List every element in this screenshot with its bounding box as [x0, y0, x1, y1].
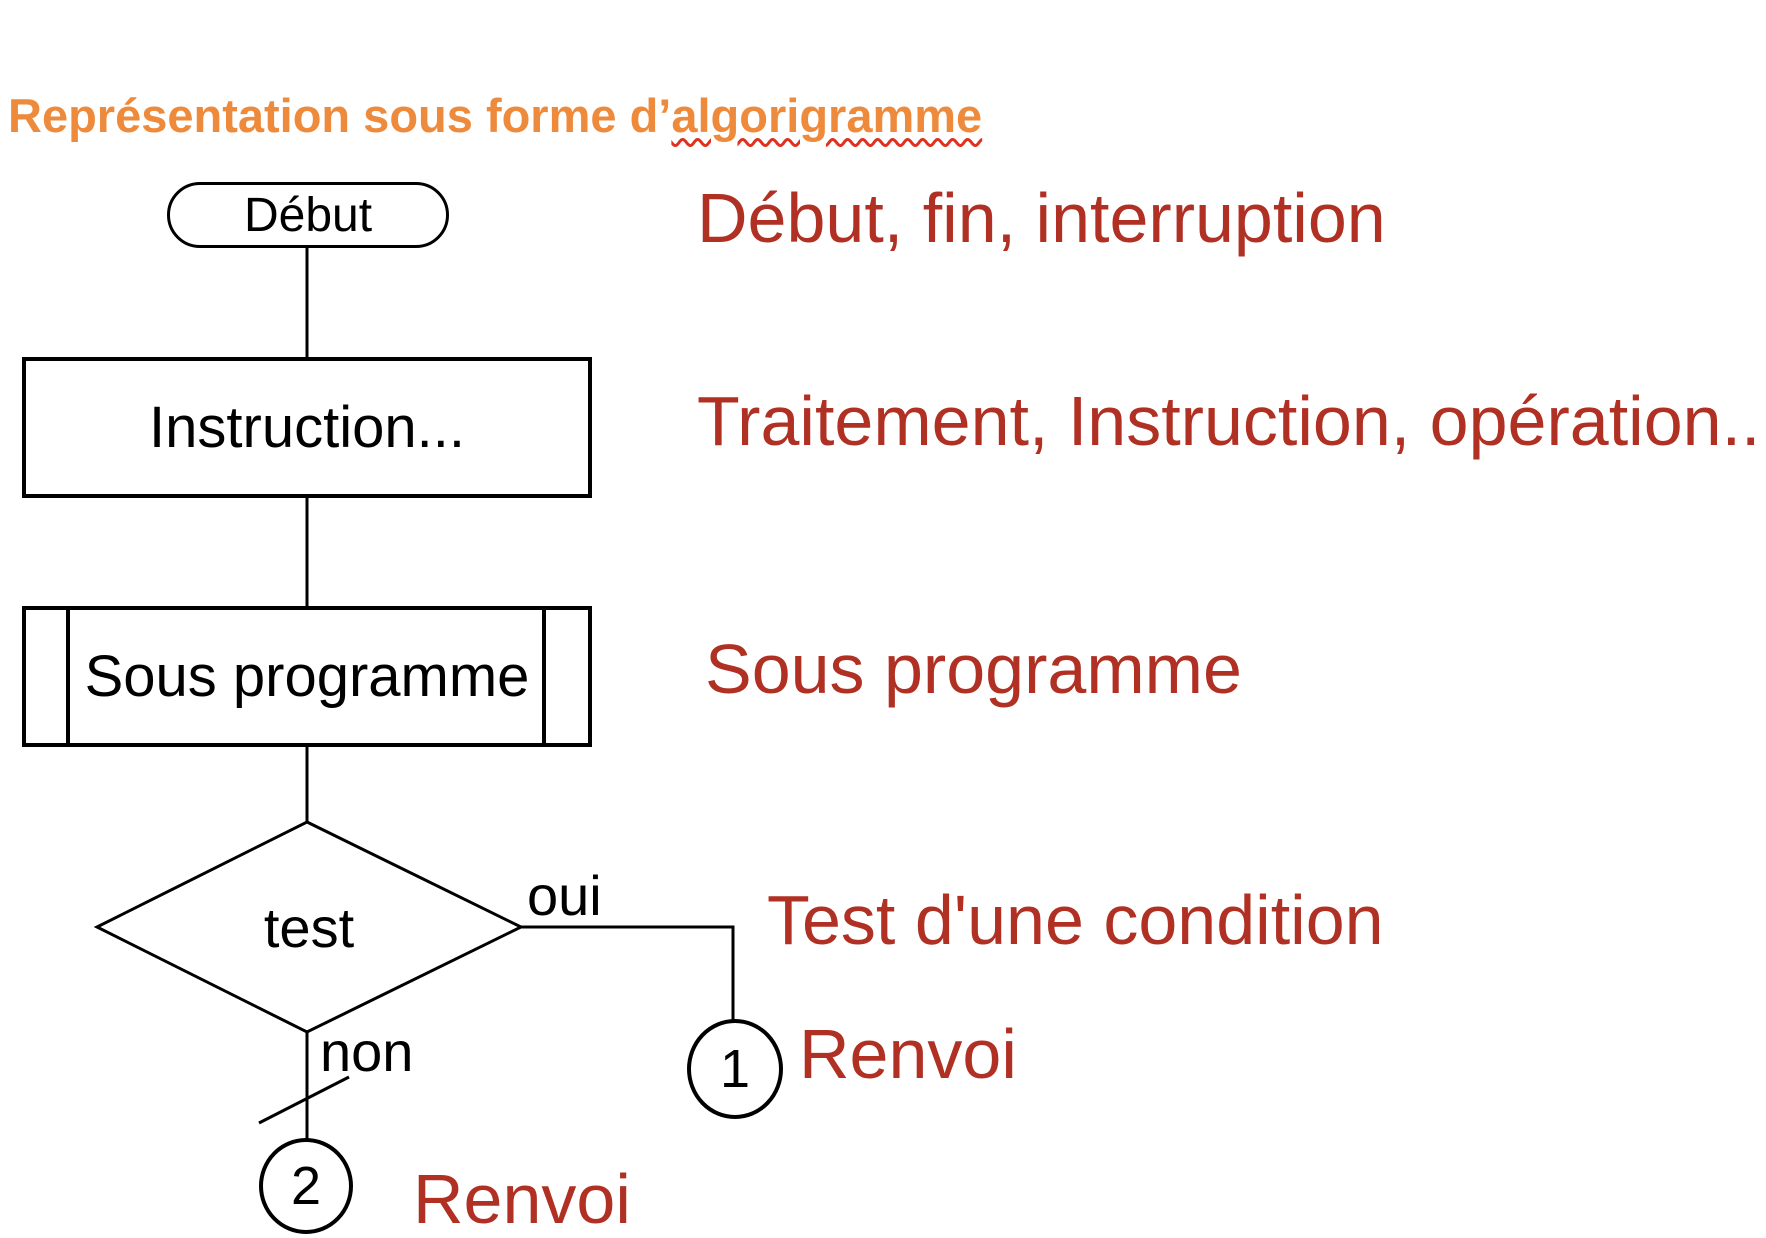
connector-1-number: 1 [719, 1039, 751, 1099]
connector-circle-2-shape [259, 1138, 353, 1234]
connector-circle-1-shape [687, 1019, 783, 1119]
legend-terminator: Début, fin, interruption [697, 179, 1386, 257]
process-node-label: Instruction... [149, 395, 465, 460]
flowchart-node-start: Début [167, 182, 449, 248]
no-branch-tick-mark [258, 1075, 350, 1125]
subroutine-right-bar [542, 610, 546, 743]
legend-connector-2: Renvoi [413, 1160, 631, 1238]
flowchart-node-subroutine: Sous programme [22, 606, 592, 747]
decision-yes-label: oui [527, 864, 602, 927]
decision-node-label: test [263, 895, 355, 959]
page-title-prefix: Représentation sous forme d’ [8, 89, 672, 142]
legend-process: Traitement, Instruction, opération... [697, 382, 1766, 460]
edge-decision-yes-branch [521, 925, 735, 1023]
legend-connector-1: Renvoi [799, 1015, 1017, 1093]
flowchart-node-process: Instruction... [22, 357, 592, 498]
subroutine-node-label: Sous programme [84, 644, 530, 709]
start-node-label: Début [243, 188, 373, 242]
connector-2-number: 2 [290, 1156, 322, 1216]
legend-decision: Test d'une condition [767, 881, 1384, 959]
legend-subroutine: Sous programme [705, 630, 1242, 708]
decision-no-label: non [320, 1020, 414, 1083]
page-title: Représentation sous forme d’algorigramme [8, 88, 982, 143]
subroutine-left-bar [66, 610, 70, 743]
page-title-misspelled-word: algorigramme [671, 89, 983, 142]
